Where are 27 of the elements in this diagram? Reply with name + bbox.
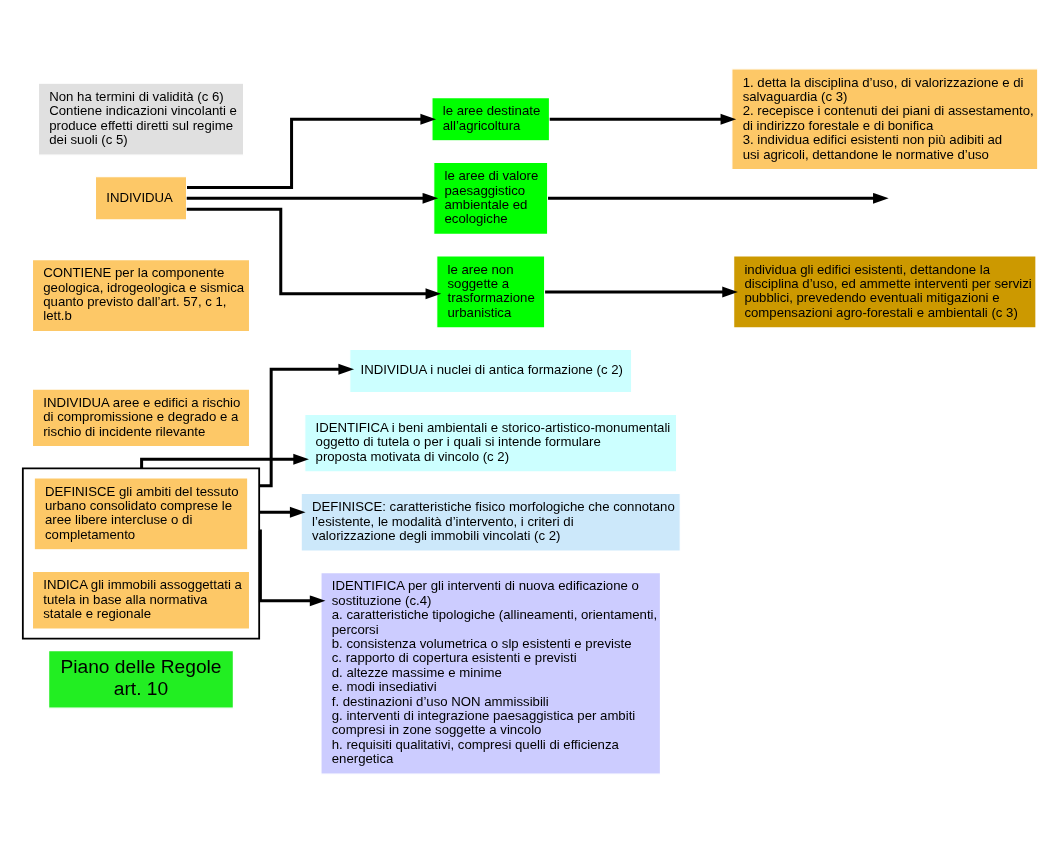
node-box: le aree non soggette a trasformazione urbanistica bbox=[436, 255, 546, 329]
node-box: INDIVIDUA bbox=[94, 176, 188, 221]
node-box: le aree di valore paesaggistico ambientale ed ecologiche bbox=[433, 161, 549, 235]
node-box: DEFINISCE: caratteristiche fisico morfologiche che connotano l’esistente, le modalità d’intervento, i criteri di valorizzazione degli immobili vincolati (c 2) bbox=[300, 492, 681, 552]
node-box: 1. detta la disciplina d’uso, di valorizzazione e di salvaguardia (c 3) 2. recepisce i contenuti dei piani di assestamento, di indirizzo forestale e di bonifica 3. individua edifici esistenti non più adibiti ad usi agricoli, dettandone le normative d’uso bbox=[731, 68, 1039, 171]
node-box: INDIVIDUA i nuclei di antica formazione (c 2) bbox=[349, 348, 633, 394]
arrow bbox=[259, 506, 306, 518]
node-box: Non ha termini di validità (c 6) Contiene indicazioni vincolanti e produce effetti diretti sul regime dei suoli (c 5) bbox=[37, 82, 245, 156]
arrow bbox=[187, 113, 437, 190]
arrow bbox=[548, 192, 889, 204]
node-box: INDIVIDUA aree e edifici a rischio di compromissione e degrado e a rischio di incidente rilevante bbox=[31, 388, 251, 448]
arrow bbox=[186, 192, 439, 204]
node-box: IDENTIFICA per gli interventi di nuova edificazione o sostituzione (c.4) a. caratteristiche tipologiche (allineamenti, orientamenti, percorsi b. consistenza volumetrica o slp esistenti e previste c. rapporto di copertura esistenti e previsti d. altezze massime e minime e. modi insediativi f. destinazioni d’uso NON ammissibili g. interventi di integrazione paesaggistica per ambiti compresi in zone soggette a vincolo h. requisiti qualitativi, compresi quelli di efficienza energetica bbox=[320, 572, 662, 775]
node-box: CONTIENE per la componente geologica, idrogeologica e sismica quanto previsto dall’art. 57, c 1, lett.b bbox=[31, 258, 251, 333]
node-box: DEFINISCE gli ambiti del tessuto urbano consolidato comprese le aree libere intercluse o di completamento bbox=[33, 477, 249, 551]
node-box: IDENTIFICA i beni ambientali e storico-artistico-monumentali oggetto di tutela o per i quali si intende formulare proposta motivata di vincolo (c 2) bbox=[304, 413, 678, 473]
arrow bbox=[140, 453, 309, 469]
node-box: individua gli edifici esistenti, dettandone la disciplina d’uso, ed ammette interventi per servizi pubblici, prevedendo eventuali mitigazioni e compensazioni agro-forestali e ambientali (c 3) bbox=[733, 255, 1037, 329]
arrow bbox=[545, 286, 738, 298]
node-box: Piano delle Regole art. 10 bbox=[48, 650, 234, 709]
arrow bbox=[549, 113, 737, 125]
cluster bbox=[21, 467, 261, 640]
node-box: INDICA gli immobili assoggettati a tutela in base alla normativa statale e regionale bbox=[31, 570, 251, 630]
arrow bbox=[259, 363, 355, 488]
node-box: le aree destinate all’agricoltura bbox=[431, 97, 551, 142]
arrow bbox=[257, 529, 326, 607]
arrow bbox=[186, 207, 442, 300]
